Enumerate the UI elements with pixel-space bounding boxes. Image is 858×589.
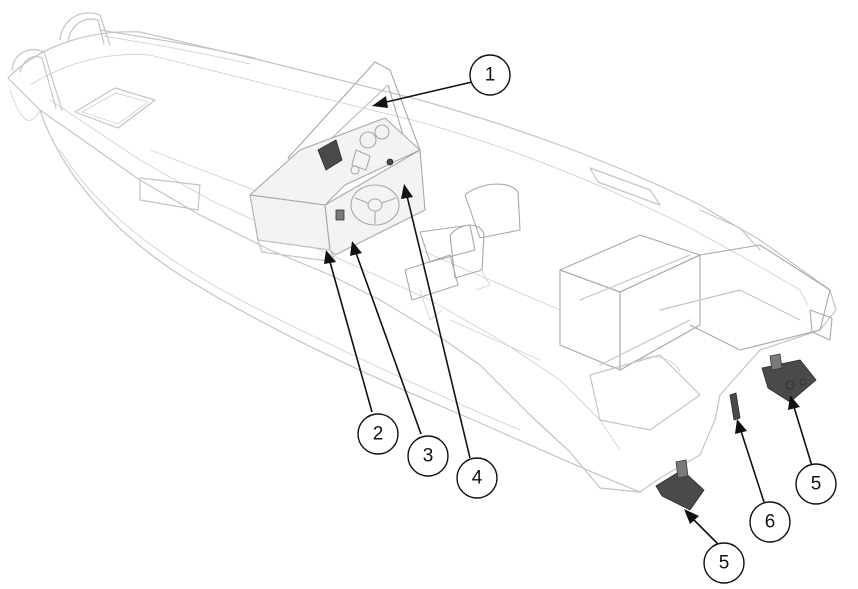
svg-text:5: 5 [811, 474, 822, 495]
svg-text:2: 2 [373, 424, 384, 445]
helm-seats [404, 183, 521, 321]
boat-hull [7, 12, 837, 493]
dashboard-display [317, 139, 343, 171]
svg-text:1: 1 [485, 65, 496, 86]
callout-5-starboard: 5 [795, 463, 837, 505]
callout-4: 4 [456, 457, 498, 499]
rear-deck [559, 234, 833, 431]
callout-2: 2 [357, 413, 399, 455]
svg-text:6: 6 [765, 512, 776, 533]
svg-text:3: 3 [423, 446, 434, 467]
transom-sensor [729, 392, 741, 421]
svg-text:5: 5 [719, 553, 730, 574]
callout-3: 3 [407, 435, 449, 477]
side-switch-panel [335, 209, 345, 221]
callout-5-port: 5 [703, 542, 745, 584]
callout-6: 6 [749, 501, 791, 543]
callout-1: 1 [469, 54, 511, 96]
port-trim-tab [655, 459, 705, 511]
starboard-trim-tab [761, 353, 817, 403]
svg-text:4: 4 [472, 468, 483, 489]
center-console [249, 61, 426, 263]
callout-leaders [324, 81, 813, 545]
